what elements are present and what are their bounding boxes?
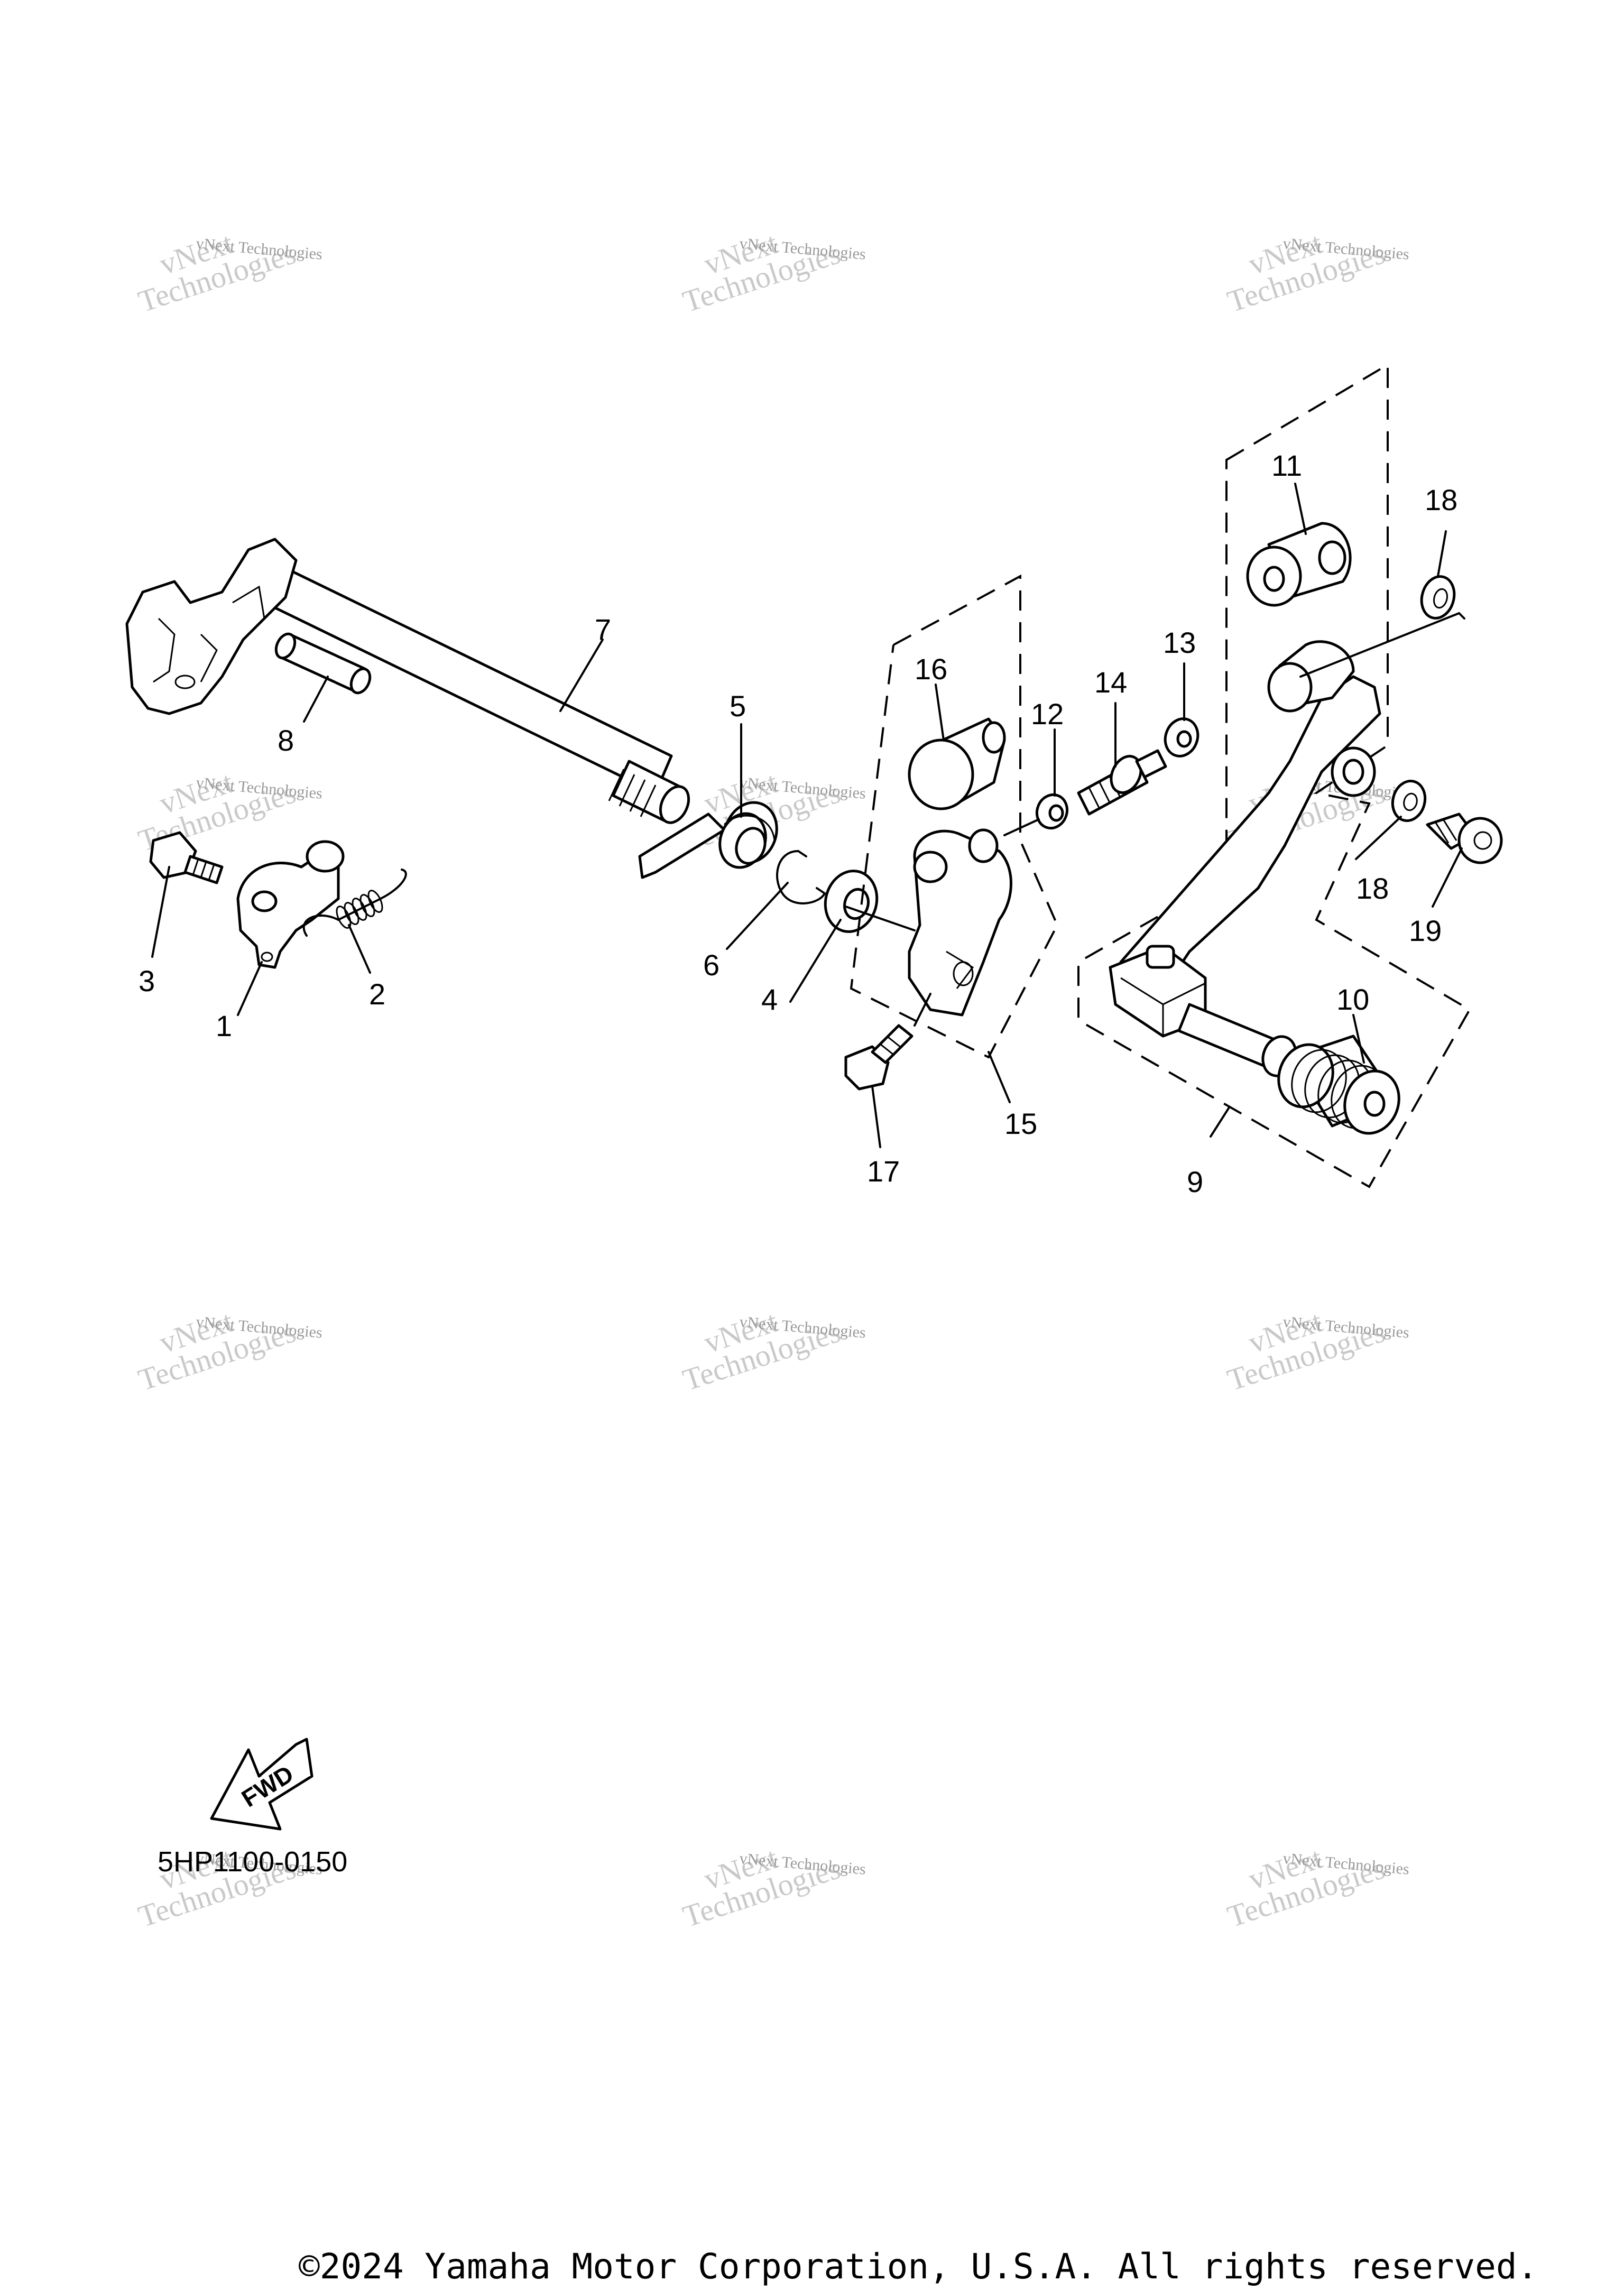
part-13-nut — [1164, 717, 1199, 758]
callout-8: 8 — [278, 724, 294, 757]
callout-9: 9 — [1187, 1165, 1203, 1198]
part-7-shift-shaft — [125, 538, 690, 824]
part-11-rod-end — [1246, 522, 1352, 607]
part-15-shift-arm — [845, 828, 1012, 1017]
part-1-stopper-lever — [236, 840, 345, 969]
part-5-torsion-spring — [638, 801, 778, 879]
callout-14: 14 — [1094, 666, 1127, 699]
fwd-arrow-icon: FWD — [210, 1738, 313, 1831]
callout-6: 6 — [703, 948, 719, 982]
watermark: vNext Technologies — [1223, 1841, 1389, 1934]
watermark: vNext Technologies — [679, 1841, 844, 1934]
watermark: vNext Technologies — [679, 1304, 844, 1397]
part-12-nut — [1003, 793, 1068, 836]
part-14-adjuster-rod — [1077, 749, 1167, 816]
watermark: vNext Technologies — [134, 226, 300, 319]
part-8-pin — [274, 632, 372, 695]
callout-4: 4 — [761, 983, 778, 1016]
leader-lines — [151, 483, 1463, 1148]
watermark: vNext Technologies — [1223, 1304, 1389, 1397]
part-16-rod-end — [908, 717, 1006, 810]
part-18-washer-bottom — [1391, 779, 1427, 823]
diagram-code: 5HP1100-0150 — [158, 1846, 347, 1878]
callout-2: 2 — [369, 977, 385, 1011]
part-9-shift-pedal — [1109, 640, 1381, 1077]
copyright-notice: ©2024 Yamaha Motor Corporation, U.S.A. A… — [299, 2246, 1538, 2287]
watermark: vNext Technologies — [679, 226, 844, 319]
callout-1: 1 — [216, 1009, 232, 1042]
callout-10: 10 — [1336, 983, 1369, 1016]
callout-16: 16 — [915, 652, 947, 686]
callout-11: 11 — [1271, 449, 1302, 482]
watermark: vNext Technologies — [134, 1304, 300, 1397]
part-2-tension-spring — [302, 869, 407, 937]
assembly-box-9 — [1077, 363, 1471, 1188]
callout-13: 13 — [1163, 626, 1196, 659]
callout-17: 17 — [867, 1155, 900, 1188]
callout-15: 15 — [1004, 1107, 1037, 1140]
callout-19: 19 — [1409, 914, 1442, 947]
part-3-bolt — [149, 831, 224, 884]
watermark: vNext Technologies — [134, 1841, 300, 1934]
part-6-circlip — [776, 850, 826, 904]
watermark-group: vNext Technologies vNext Technologies vN… — [134, 226, 1410, 1934]
part-10-pedal-rubber — [1277, 1035, 1400, 1135]
callout-5: 5 — [730, 689, 746, 723]
callout-18-top: 18 — [1425, 483, 1457, 516]
assembly-box-15 — [850, 574, 1059, 1059]
callout-labels: 7 8 5 6 4 3 1 2 16 12 14 13 11 18 18 19 … — [139, 449, 1457, 1198]
callout-3: 3 — [139, 964, 155, 998]
callout-12: 12 — [1031, 697, 1064, 731]
part-4-collar — [824, 870, 879, 933]
part-19-bolt — [1426, 812, 1503, 864]
part-18-washer-top — [1299, 575, 1465, 678]
callout-18-bottom: 18 — [1356, 872, 1389, 905]
watermark: vNext Technologies — [1223, 226, 1389, 319]
callout-7: 7 — [595, 613, 611, 646]
watermark: vNext Technologies — [134, 765, 300, 858]
part-17-bolt — [844, 993, 931, 1091]
